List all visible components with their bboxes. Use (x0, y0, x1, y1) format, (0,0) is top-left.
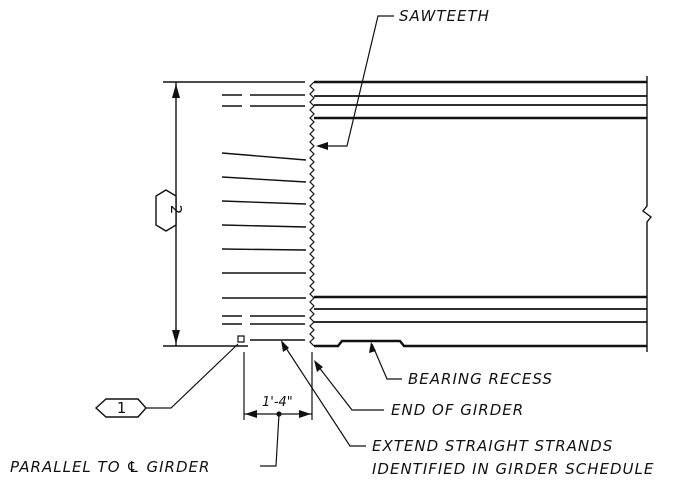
extend-strands-label-line2: IDENTIFIED IN GIRDER SCHEDULE (372, 460, 654, 478)
bearing-recess-leader (369, 342, 402, 379)
parallel-leader (260, 411, 282, 466)
parallel-label: PARALLEL TO ℄ GIRDER (10, 458, 210, 476)
tag-1: 1 (96, 399, 146, 417)
tag-1-text: 1 (117, 399, 128, 417)
tag-2: 2 (156, 190, 185, 231)
tag-1-leader (146, 336, 244, 408)
sawteeth-leader (316, 16, 394, 150)
extend-strands-leader (281, 340, 366, 446)
tag-2-text: 2 (167, 205, 185, 216)
end-of-girder-leader (314, 360, 384, 410)
sawteeth-edge (310, 82, 314, 346)
extend-strands-label-line1: EXTEND STRAIGHT STRANDS (372, 437, 613, 455)
sawteeth-label: SAWTEETH (399, 7, 490, 25)
end-of-girder-label: END OF GIRDER (391, 401, 524, 419)
extended-strands (222, 95, 306, 340)
bearing-recess-label: BEARING RECESS (408, 370, 553, 388)
length-dimension-text: 1'-4" (262, 395, 293, 410)
girder-body (314, 76, 651, 352)
